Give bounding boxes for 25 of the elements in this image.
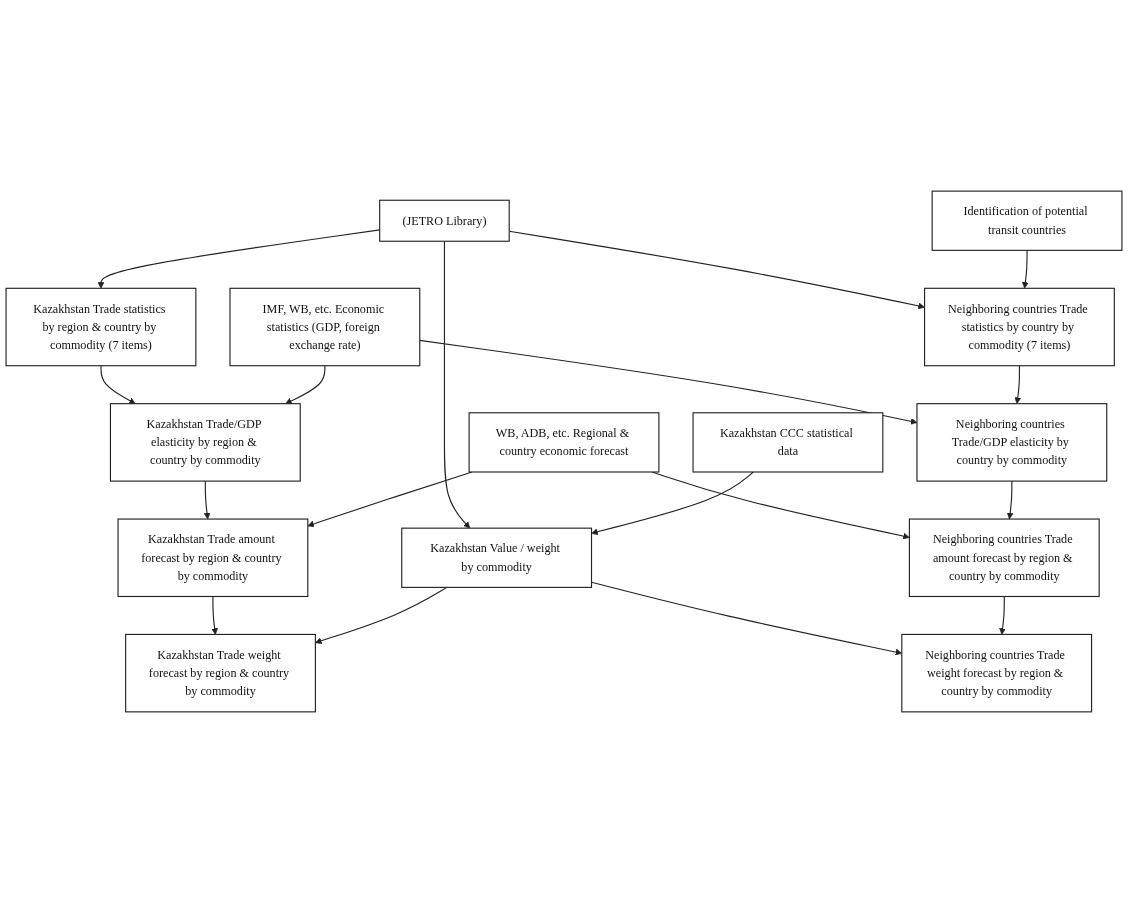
arrow xyxy=(285,365,326,405)
arrow xyxy=(591,471,754,536)
arrow xyxy=(203,480,211,520)
node-box: Kazakhstan Trade weight forecast by region & country by commodity xyxy=(125,633,316,713)
arrow xyxy=(1006,480,1014,520)
node-box: (JETRO Library) xyxy=(379,199,510,242)
arrow xyxy=(999,595,1006,635)
node-box: Kazakhstan Value / weight by commodity xyxy=(401,527,593,588)
node-box: Identification of potential transit countries xyxy=(931,190,1123,251)
node-box: Kazakhstan Trade statistics by region & country by commodity (7 items) xyxy=(5,287,197,367)
arrow xyxy=(1022,249,1029,289)
arrow xyxy=(443,240,471,529)
arrow xyxy=(100,365,136,404)
node-box: Kazakhstan CCC statistical data xyxy=(692,412,884,473)
node-box: WB, ADB, etc. Regional & country economic forecast xyxy=(468,412,660,473)
node-box: Kazakhstan Trade/GDP elasticity by region & country by commodity xyxy=(109,403,301,482)
node-box: Kazakhstan Trade amount forecast by region & country by commodity xyxy=(117,518,309,598)
node-box: Neighboring countries Trade/GDP elasticity by country by commodity xyxy=(916,403,1108,482)
arrow xyxy=(315,586,448,644)
node-box: Neighboring countries Trade amount forecast by region & country by commodity xyxy=(908,518,1100,598)
arrow xyxy=(1014,365,1022,404)
node-box: Neighboring countries Trade statistics by country by commodity (7 items) xyxy=(924,287,1115,367)
node-box: Neighboring countries Trade weight forecast by region & country by commodity xyxy=(901,633,1093,713)
node-box: IMF, WB, etc. Economic statistics (GDP, foreign exchange rate) xyxy=(229,287,421,367)
arrow xyxy=(211,595,218,635)
